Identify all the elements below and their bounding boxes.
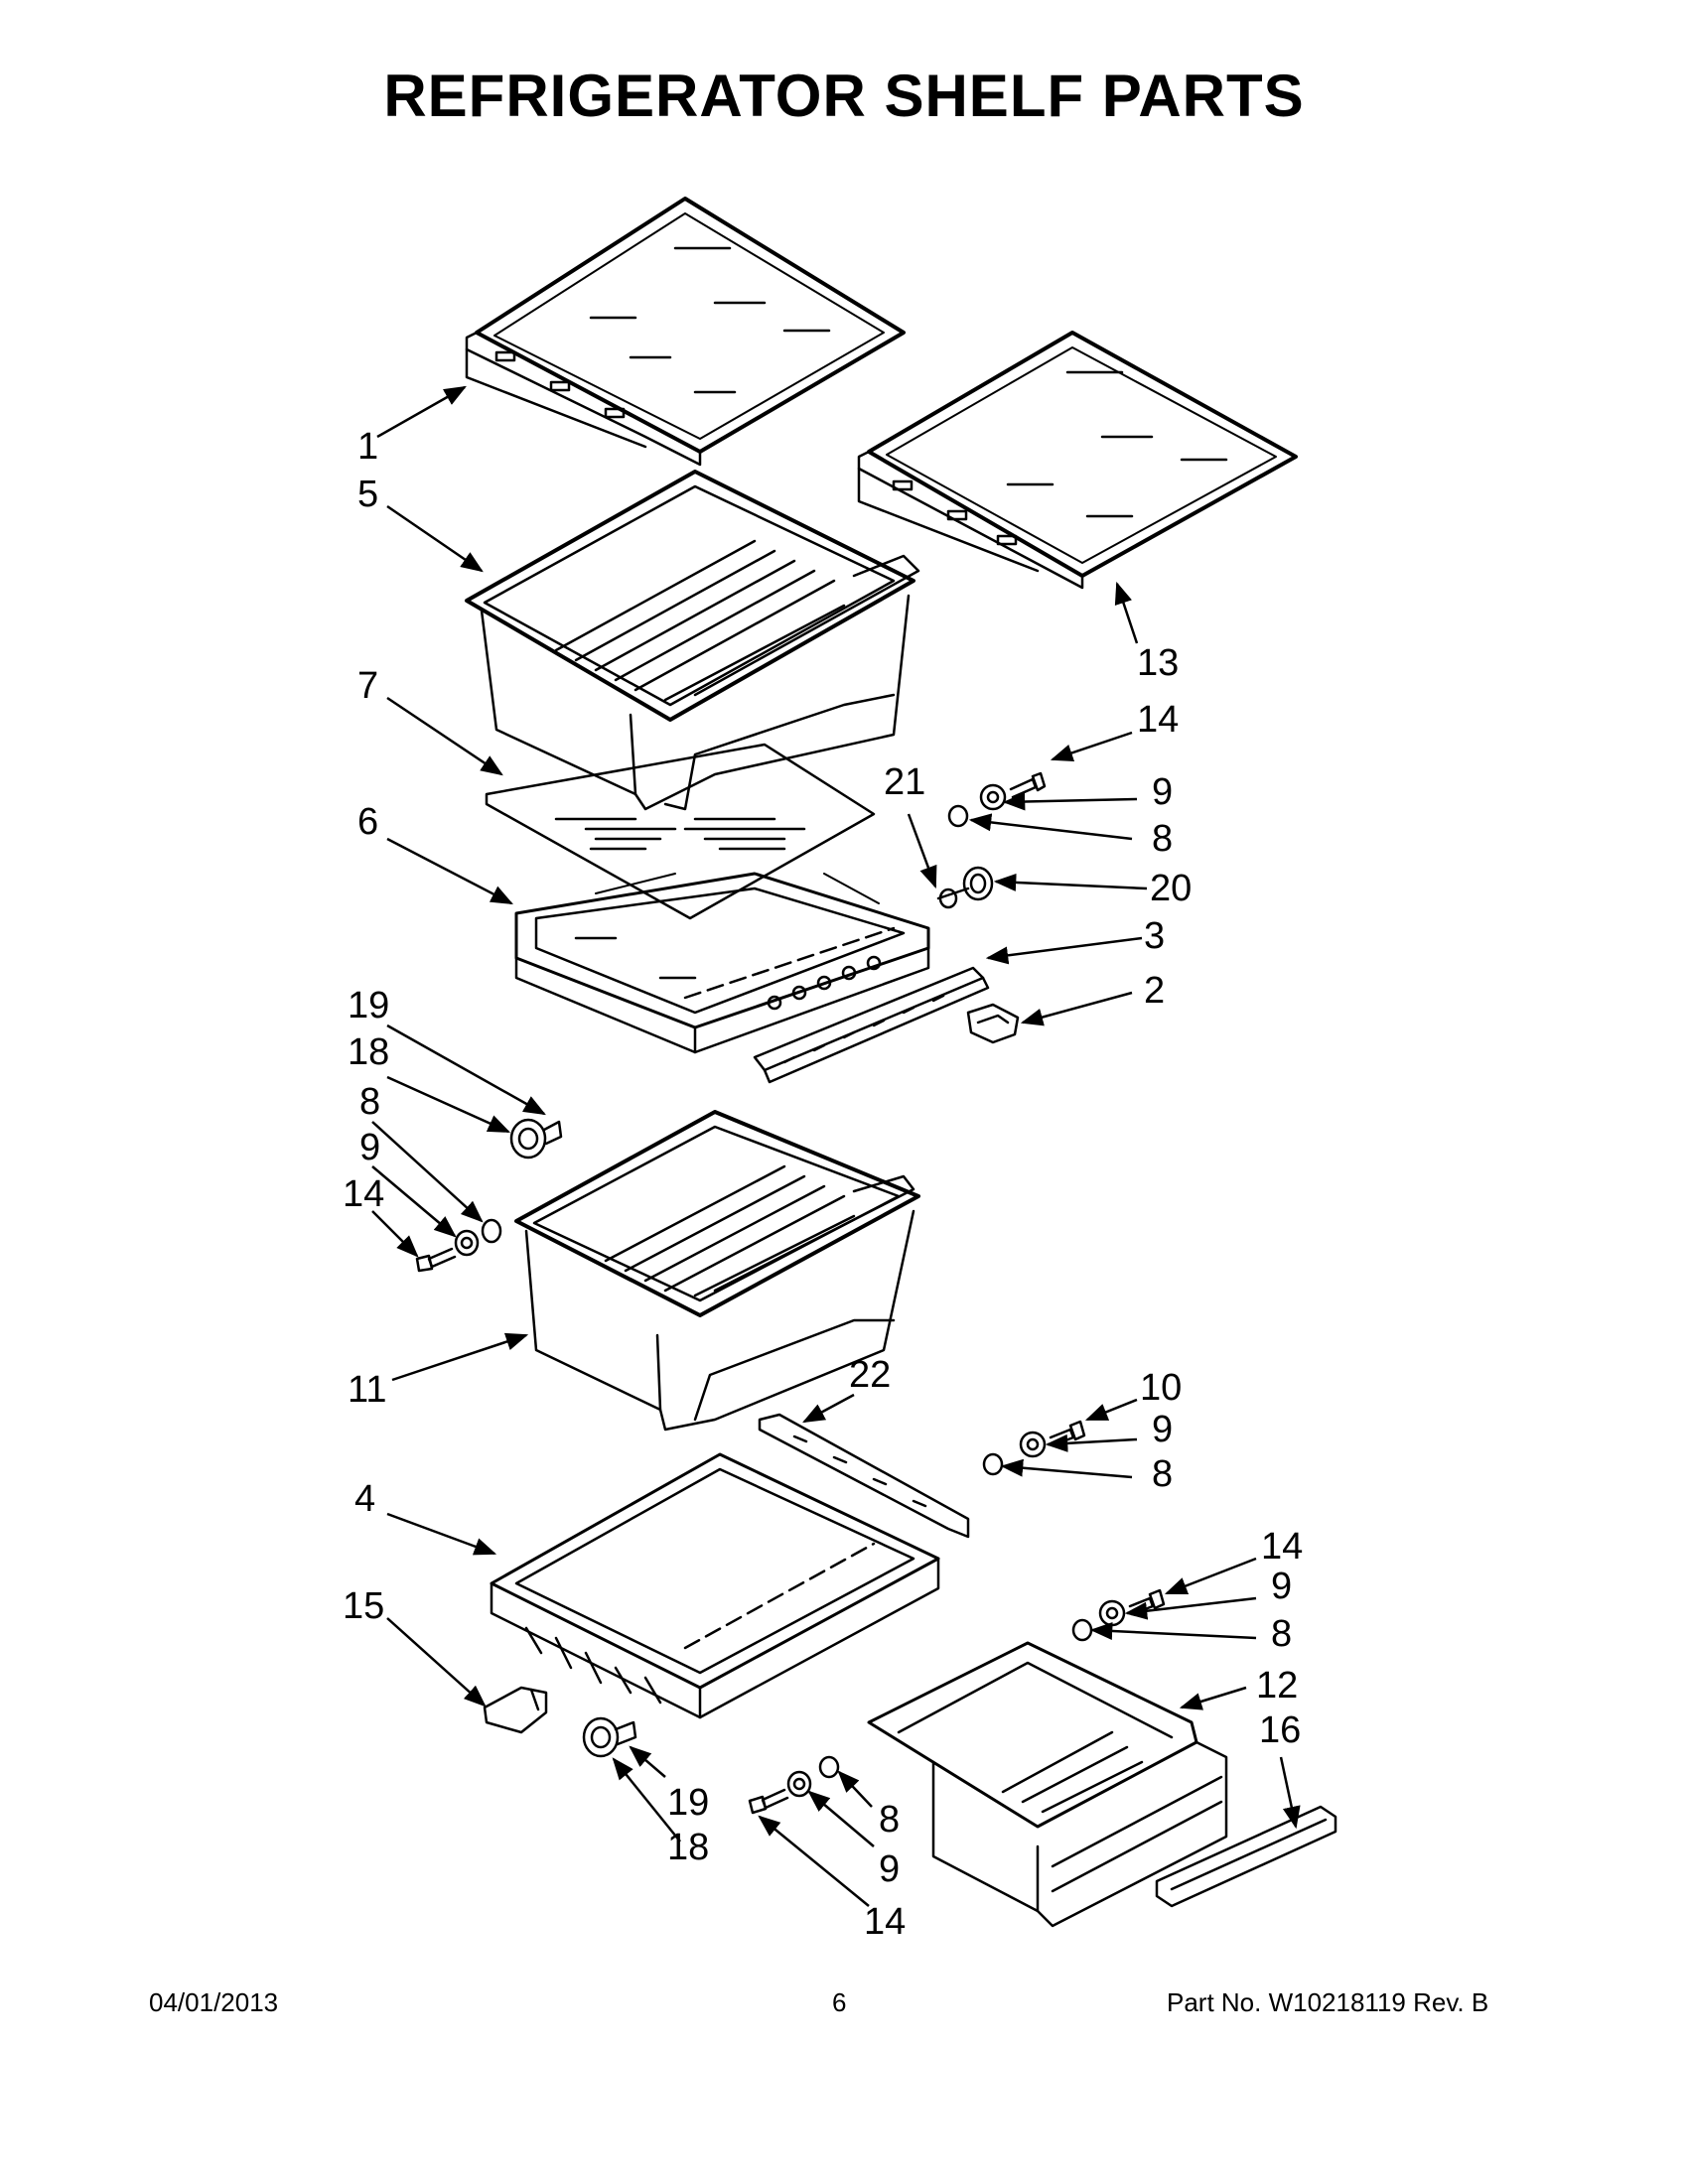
callout-8: 8 [1152, 818, 1173, 860]
crisper-cover-frame [516, 874, 928, 1052]
callout-10: 10 [1140, 1367, 1182, 1409]
cover-piece [485, 1688, 546, 1732]
slide-rail-upper [755, 968, 988, 1082]
callout-2: 2 [1144, 970, 1165, 1012]
callout-11: 11 [348, 1369, 386, 1411]
callout-18: 18 [348, 1031, 389, 1073]
callout-14: 14 [1137, 699, 1179, 741]
wheel-assembly-left-upper [511, 1120, 561, 1158]
callout-8: 8 [1152, 1453, 1173, 1495]
callout-13: 13 [1137, 642, 1179, 684]
page-title: REFRIGERATOR SHELF PARTS [383, 63, 1305, 129]
callout-1: 1 [357, 426, 378, 468]
callout-6: 6 [357, 801, 378, 843]
callout-14: 14 [864, 1901, 906, 1943]
callout-8: 8 [359, 1081, 380, 1123]
callout-8: 8 [1271, 1613, 1292, 1655]
glass-shelf-right [859, 333, 1296, 588]
callout-5: 5 [357, 474, 378, 515]
slide-rail-lower [760, 1415, 968, 1537]
callout-19: 19 [667, 1782, 709, 1824]
callout-3: 3 [1144, 915, 1165, 957]
callout-22: 22 [849, 1354, 891, 1396]
hardware-right-middle [984, 1422, 1084, 1474]
wheel-assembly-right-upper [938, 868, 992, 907]
crisper-pan-upper [467, 472, 918, 809]
wheel-assembly-left-lower [584, 1718, 635, 1756]
callout-8: 8 [879, 1799, 900, 1841]
callout-16: 16 [1259, 1709, 1301, 1751]
callout-15: 15 [343, 1585, 384, 1627]
callout-12: 12 [1256, 1665, 1298, 1706]
callout-20: 20 [1150, 868, 1192, 909]
callout-9: 9 [1271, 1566, 1292, 1607]
crisper-pan-middle [516, 1112, 918, 1430]
clip [968, 1005, 1018, 1042]
hardware-lower-middle [750, 1757, 838, 1813]
callout-9: 9 [1152, 771, 1173, 813]
callout-18: 18 [667, 1827, 709, 1868]
drawer-frame [492, 1454, 938, 1717]
callout-4: 4 [354, 1478, 375, 1520]
footer-part-number: Part No. W10218119 Rev. B [1167, 1987, 1489, 2017]
callout-9: 9 [879, 1848, 900, 1890]
trim-piece [1157, 1807, 1336, 1906]
callout-14: 14 [343, 1173, 384, 1215]
hardware-upper-right [949, 773, 1045, 826]
callout-9: 9 [1152, 1409, 1173, 1450]
callout-7: 7 [357, 665, 378, 707]
glass-shelf-left [467, 199, 904, 465]
glass-insert [487, 745, 874, 918]
lower-drawer [869, 1643, 1226, 1926]
callout-19: 19 [348, 985, 389, 1026]
callout-9: 9 [359, 1127, 380, 1168]
footer-page-number: 6 [832, 1987, 847, 2017]
footer-date: 04/01/2013 [149, 1987, 279, 2017]
hardware-left-middle [417, 1220, 500, 1271]
callout-14: 14 [1261, 1526, 1303, 1568]
callout-21: 21 [884, 761, 925, 803]
